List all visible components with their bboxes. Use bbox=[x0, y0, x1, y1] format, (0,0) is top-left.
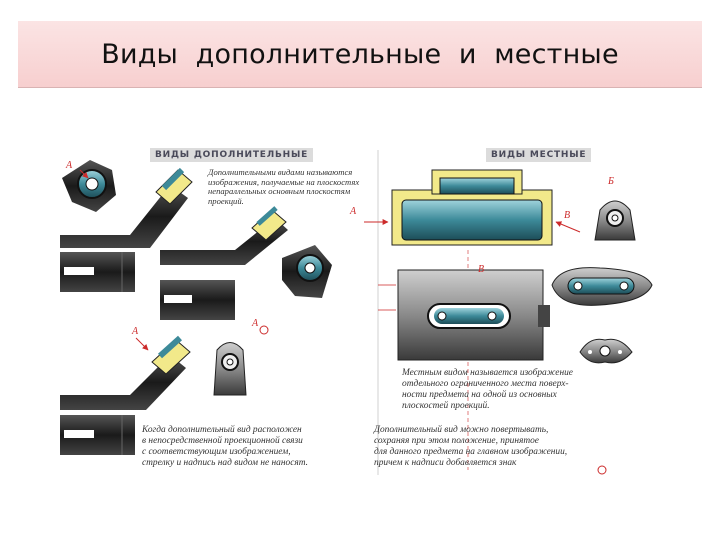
slide-title: Виды дополнительные и местные bbox=[101, 38, 619, 70]
note-line: в непосредственной проекционной связи bbox=[142, 436, 303, 446]
letter-a-2: А bbox=[132, 326, 139, 337]
letter-v-1: В bbox=[564, 210, 571, 221]
letter-a-1: А bbox=[66, 160, 73, 171]
right-part-1 bbox=[364, 169, 581, 470]
note-line: непараллельных основным плоскостям bbox=[208, 186, 351, 197]
note-line: причем к надписи добавляется знак bbox=[374, 458, 517, 468]
note-line: стрелку и надпись над видом не наносят. bbox=[142, 458, 308, 468]
letter-a-4: А bbox=[350, 206, 357, 217]
left-part-2 bbox=[160, 206, 332, 320]
drawing-figure: ВИДЫ ДОПОЛНИТЕЛЬНЫЕ ВИДЫ МЕСТНЫЕ А А А А… bbox=[60, 140, 660, 480]
note-line: Дополнительными видами называются bbox=[208, 167, 353, 177]
letter-b: Б bbox=[608, 176, 614, 187]
note-line: Когда дополнительный вид расположен bbox=[142, 425, 302, 435]
label-additional-views: ВИДЫ ДОПОЛНИТЕЛЬНЫЕ bbox=[150, 148, 314, 162]
note-line: ности предмета на одной из основных bbox=[402, 390, 557, 400]
left-part-1 bbox=[60, 160, 193, 292]
title-bar: Виды дополнительные и местные bbox=[18, 21, 702, 88]
letter-a-3: А bbox=[252, 318, 259, 329]
note-line: для данного предмета на главном изображе… bbox=[374, 447, 568, 457]
note-additional-definition: Дополнительными видами называются изобра… bbox=[208, 167, 360, 206]
right-part-3 bbox=[551, 200, 653, 475]
right-part-2 bbox=[378, 269, 550, 361]
note-local-definition: Местным видом называется изображение отд… bbox=[402, 368, 573, 412]
left-part-3 bbox=[60, 325, 269, 455]
label-local-views: ВИДЫ МЕСТНЫЕ bbox=[486, 148, 592, 162]
note-line: с соответствующим изображением, bbox=[142, 447, 291, 457]
technical-drawing bbox=[60, 150, 653, 475]
note-additional-adjacent: Когда дополнительный вид расположен в не… bbox=[142, 425, 308, 469]
note-line: плоскостей проекций. bbox=[402, 401, 490, 411]
letter-v-2: В bbox=[478, 264, 485, 275]
note-line: Местным видом называется изображение bbox=[402, 368, 573, 378]
note-local-rotate: Дополнительный вид можно повертывать, со… bbox=[374, 425, 567, 469]
note-line: отдельного ограниченного места поверх- bbox=[402, 379, 569, 389]
note-line: проекций. bbox=[208, 195, 244, 206]
note-line: сохраняя при этом положение, принятое bbox=[374, 436, 539, 446]
note-line: Дополнительный вид можно повертывать, bbox=[374, 425, 549, 435]
note-line: изображения, получаемые на плоскостях bbox=[208, 176, 360, 187]
